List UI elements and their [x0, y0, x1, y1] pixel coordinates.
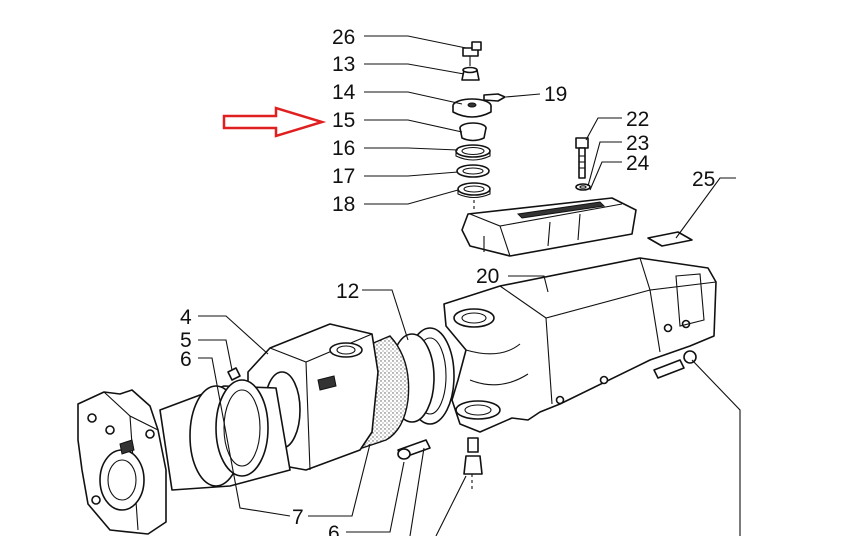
callout-15: 15 [332, 109, 355, 132]
callout-24: 24 [626, 152, 650, 175]
highlight-arrow [222, 106, 327, 138]
bushing-15 [459, 122, 487, 142]
ring-16 [455, 144, 491, 161]
ring-18 [457, 182, 491, 199]
gasket-25 [647, 231, 693, 247]
small-bolts-lower [397, 437, 483, 490]
end-bolt [653, 350, 697, 379]
callout-4: 4 [180, 306, 192, 329]
cap-14 [452, 98, 492, 118]
callout-17: 17 [332, 165, 355, 188]
fitting-26 [462, 41, 482, 66]
ring-17 [456, 164, 490, 178]
callout-23: 23 [626, 132, 649, 155]
small-bolt-5 [227, 367, 241, 381]
callout-12: 12 [336, 280, 359, 303]
callout-6-lower: 6 [328, 522, 340, 536]
nut-13 [461, 66, 480, 81]
top-cover [461, 197, 637, 257]
callout-22: 22 [626, 108, 649, 131]
callout-5: 5 [180, 329, 192, 352]
sleeve-left [159, 379, 291, 491]
callout-26: 26 [332, 26, 355, 49]
washer-23 [575, 183, 591, 191]
bolt-22 [575, 137, 589, 179]
flange-housing [77, 389, 167, 535]
pin-19 [483, 93, 506, 102]
callout-20: 20 [476, 265, 499, 288]
callout-7: 7 [292, 506, 304, 529]
callout-18: 18 [332, 193, 355, 216]
housing-20 [443, 257, 717, 433]
callout-6-upper: 6 [180, 348, 192, 371]
callout-19: 19 [544, 83, 567, 106]
leader-lines [198, 35, 741, 536]
callout-14: 14 [332, 81, 356, 104]
callout-25: 25 [692, 168, 715, 191]
callout-16: 16 [332, 137, 355, 160]
callout-13: 13 [332, 53, 355, 76]
